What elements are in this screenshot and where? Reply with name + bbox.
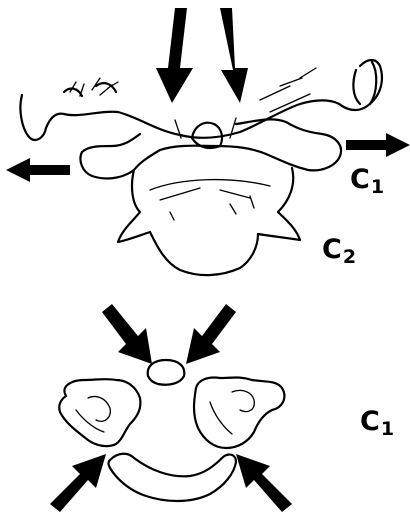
arrow-down-right — [220, 8, 248, 103]
dens — [192, 123, 222, 148]
bottom-illustration — [50, 304, 292, 512]
label-c1-top: C1 — [350, 166, 384, 197]
arrow-lower-left — [50, 454, 106, 512]
left-lateral-mass — [59, 379, 140, 446]
arrow-left — [6, 158, 70, 182]
arrow-upper-left — [102, 304, 152, 364]
arrow-right — [346, 133, 410, 157]
label-c1-bottom: C1 — [360, 408, 394, 439]
axis-c2 — [118, 168, 300, 275]
anterior-arch — [148, 360, 185, 385]
label-c2: C2 — [322, 236, 356, 267]
posterior-arch — [109, 454, 237, 501]
right-lateral-mass — [194, 377, 284, 448]
occipital-base — [20, 60, 382, 140]
arrow-lower-right — [236, 454, 292, 512]
arrow-upper-right — [186, 304, 236, 364]
arrow-down-left — [156, 8, 193, 103]
